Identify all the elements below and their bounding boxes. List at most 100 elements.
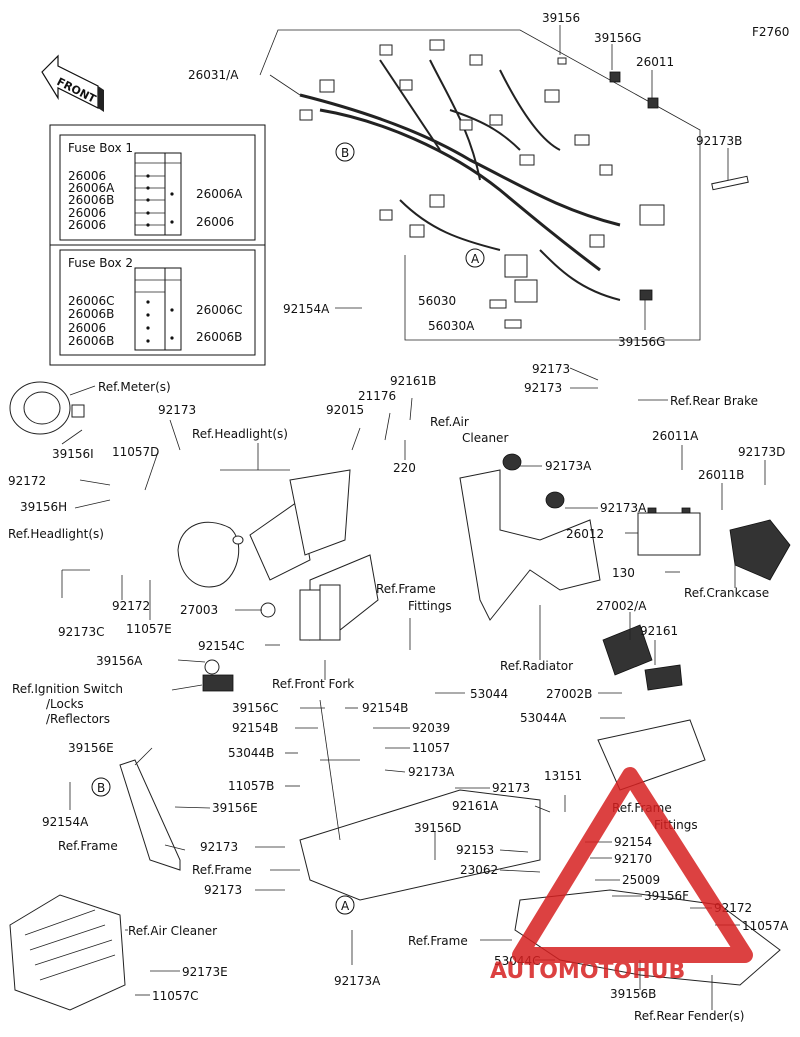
part-label[interactable]: 92173	[524, 381, 562, 395]
fuse-label[interactable]: 26006A	[196, 187, 243, 201]
part-label[interactable]: 53044A	[520, 711, 567, 725]
part-label[interactable]: 39156A	[96, 654, 143, 668]
part-label[interactable]: 39156I	[52, 447, 94, 461]
part-label[interactable]: 92173A	[545, 459, 592, 473]
part-label[interactable]: 56030A	[428, 319, 475, 333]
ref-label[interactable]: Ref.Frame	[58, 839, 118, 853]
part-label[interactable]: 39156D	[414, 821, 461, 835]
part-label[interactable]: 11057	[412, 741, 450, 755]
part-label[interactable]: 92173	[200, 840, 238, 854]
fuse-label[interactable]: 26006A	[68, 181, 115, 195]
ref-label[interactable]: Ref.Frame	[408, 934, 468, 948]
part-label[interactable]: 92015	[326, 403, 364, 417]
part-label[interactable]: 92173A	[600, 501, 647, 515]
part-label[interactable]: 92154C	[198, 639, 245, 653]
part-label[interactable]: 92173E	[182, 965, 228, 979]
part-label[interactable]: 92172	[8, 474, 46, 488]
fuse-label[interactable]: 26006C	[196, 303, 243, 317]
ref-label[interactable]: Ref.Headlight(s)	[192, 427, 288, 441]
part-label[interactable]: 26011	[636, 55, 674, 69]
part-label[interactable]: 21176	[358, 389, 396, 403]
part-label[interactable]: 92173	[492, 781, 530, 795]
part-label[interactable]: 92173A	[334, 974, 381, 988]
part-label[interactable]: 92173A	[408, 765, 455, 779]
ref-label[interactable]: Ref.Crankcase	[684, 586, 769, 600]
part-label[interactable]: 39156C	[232, 701, 279, 715]
part-label[interactable]: 92173B	[696, 134, 742, 148]
ref-label[interactable]: /Locks	[46, 697, 84, 711]
part-label[interactable]: 92039	[412, 721, 450, 735]
part-label[interactable]: 92173	[204, 883, 242, 897]
part-label[interactable]: 92173D	[738, 445, 785, 459]
part-label[interactable]: 11057D	[112, 445, 159, 459]
part-label[interactable]: 92173C	[58, 625, 105, 639]
part-label[interactable]: 39156E	[212, 801, 258, 815]
fuse-label[interactable]: 26006B	[196, 330, 242, 344]
fuse-label[interactable]: 26006B	[68, 334, 114, 348]
part-label[interactable]: 92154B	[232, 721, 278, 735]
part-label[interactable]: 13151	[544, 769, 582, 783]
ref-label[interactable]: Ref.Rear Fender(s)	[634, 1009, 744, 1023]
fuse-label[interactable]: 26006	[196, 215, 234, 229]
ref-label[interactable]: Fittings	[408, 599, 452, 613]
part-label[interactable]: 92154A	[283, 302, 330, 316]
part-label[interactable]: 23062	[460, 863, 498, 877]
part-label[interactable]: 92153	[456, 843, 494, 857]
svg-text:B: B	[341, 146, 349, 160]
part-label[interactable]: 53044B	[228, 746, 274, 760]
part-label[interactable]: 92173	[158, 403, 196, 417]
part-label[interactable]: 26031/A	[188, 68, 239, 82]
ref-label[interactable]: Ref.Frame	[376, 582, 436, 596]
part-label[interactable]: 26011B	[698, 468, 744, 482]
part-label[interactable]: 92161	[640, 624, 678, 638]
part-label[interactable]: 53044	[470, 687, 508, 701]
fuse-label[interactable]: 26006	[68, 169, 106, 183]
fuse-label[interactable]: 26006B	[68, 193, 114, 207]
fuse-label[interactable]: 26006	[68, 206, 106, 220]
part-label[interactable]: 39156B	[610, 987, 656, 1001]
ref-label[interactable]: Ref.Front Fork	[272, 677, 354, 691]
fuse-label[interactable]: 26006B	[68, 307, 114, 321]
part-label[interactable]: 11057E	[126, 622, 172, 636]
fuse-label[interactable]: 26006C	[68, 294, 115, 308]
part-label[interactable]: 27002B	[546, 687, 592, 701]
ref-label[interactable]: /Reflectors	[46, 712, 110, 726]
ref-label[interactable]: Ref.Ignition Switch	[12, 682, 123, 696]
part-label[interactable]: 92161A	[452, 799, 499, 813]
ref-label[interactable]: Cleaner	[462, 431, 508, 445]
part-label[interactable]: 39156G	[594, 31, 641, 45]
part-label[interactable]: 39156G	[618, 335, 665, 349]
part-label[interactable]: 26011A	[652, 429, 699, 443]
part-label[interactable]: 92154B	[362, 701, 408, 715]
ref-label[interactable]: Ref.Air Cleaner	[128, 924, 217, 938]
part-label[interactable]: 220	[393, 461, 416, 475]
ref-label[interactable]: Ref.Meter(s)	[98, 380, 171, 394]
part-label[interactable]: 92154	[614, 835, 652, 849]
part-label[interactable]: 92172	[112, 599, 150, 613]
part-label[interactable]: 39156F	[644, 889, 689, 903]
part-label[interactable]: 11057B	[228, 779, 274, 793]
part-label[interactable]: 92154A	[42, 815, 89, 829]
ref-label[interactable]: Ref.Air	[430, 415, 469, 429]
part-label[interactable]: 39156	[542, 11, 580, 25]
part-label[interactable]: 11057A	[742, 919, 789, 933]
fuse-label[interactable]: 26006	[68, 321, 106, 335]
part-label[interactable]: 27003	[180, 603, 218, 617]
part-label[interactable]: 92170	[614, 852, 652, 866]
part-label[interactable]: 92161B	[390, 374, 436, 388]
ref-label[interactable]: Ref.Rear Brake	[670, 394, 758, 408]
part-label[interactable]: 25009	[622, 873, 660, 887]
ref-label[interactable]: Ref.Radiator	[500, 659, 573, 673]
fuse-label[interactable]: 26006	[68, 218, 106, 232]
part-label[interactable]: 39156E	[68, 741, 114, 755]
part-label[interactable]: 26012	[566, 527, 604, 541]
part-label[interactable]: 39156H	[20, 500, 67, 514]
part-label[interactable]: 92173	[532, 362, 570, 376]
part-label[interactable]: 11057C	[152, 989, 199, 1003]
ref-label[interactable]: Ref.Frame	[192, 863, 252, 877]
ref-label[interactable]: Ref.Headlight(s)	[8, 527, 104, 541]
watermark-text: AUTOMOTOHUB	[490, 959, 685, 984]
part-label[interactable]: 56030	[418, 294, 456, 308]
part-label[interactable]: 130	[612, 566, 635, 580]
part-label[interactable]: 27002/A	[596, 599, 647, 613]
